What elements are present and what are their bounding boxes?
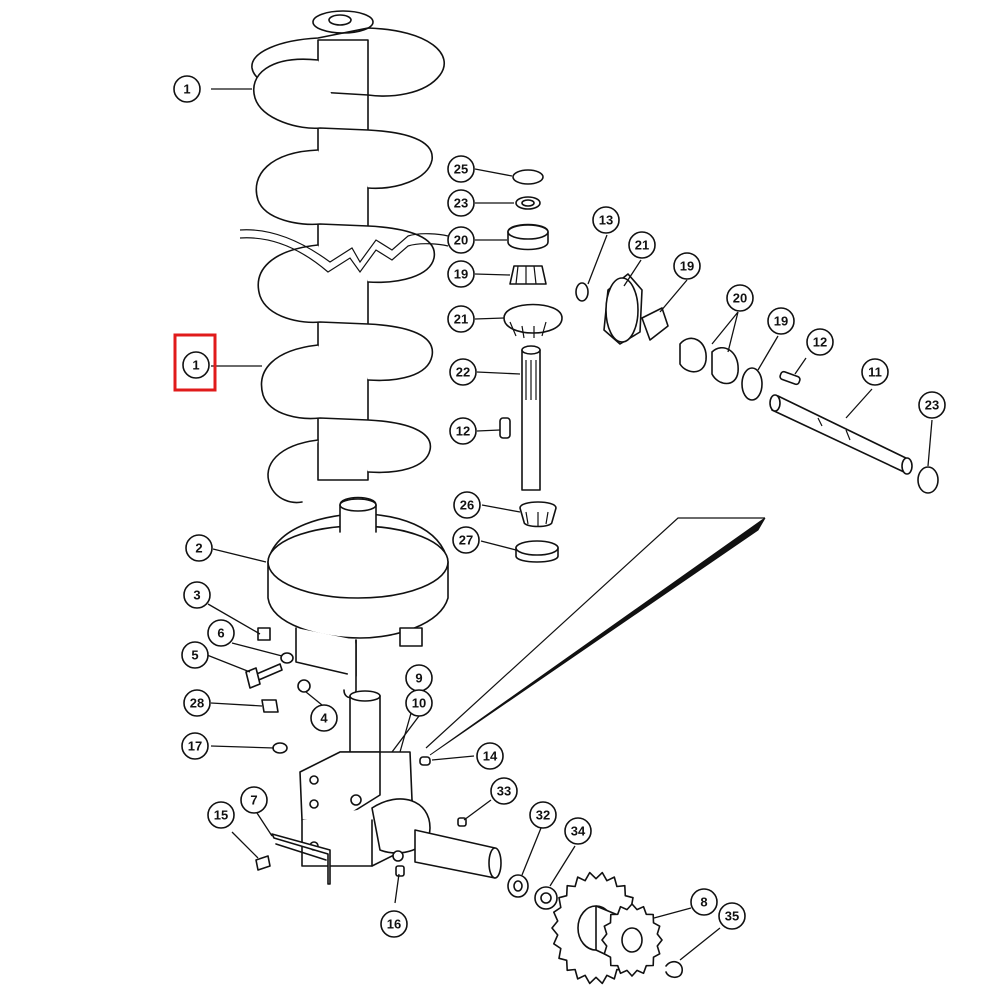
svg-text:23: 23 bbox=[925, 398, 939, 413]
callout-c20b[interactable]: 20 bbox=[726, 284, 754, 312]
svg-text:9: 9 bbox=[415, 671, 422, 686]
svg-text:19: 19 bbox=[774, 314, 788, 329]
svg-text:20: 20 bbox=[733, 291, 747, 306]
callout-c11[interactable]: 11 bbox=[861, 358, 889, 386]
callout-c21a[interactable]: 21 bbox=[447, 305, 475, 333]
svg-text:26: 26 bbox=[460, 498, 474, 513]
callout-c8[interactable]: 8 bbox=[690, 888, 718, 916]
svg-text:33: 33 bbox=[497, 784, 511, 799]
svg-text:5: 5 bbox=[191, 648, 198, 663]
callout-c28[interactable]: 28 bbox=[183, 689, 211, 717]
callout-c1b[interactable]: 1 bbox=[182, 351, 210, 379]
svg-text:1: 1 bbox=[183, 82, 190, 97]
svg-text:12: 12 bbox=[456, 424, 470, 439]
svg-text:12: 12 bbox=[813, 335, 827, 350]
callout-c15[interactable]: 15 bbox=[207, 801, 235, 829]
svg-text:19: 19 bbox=[680, 259, 694, 274]
callout-c7[interactable]: 7 bbox=[240, 786, 268, 814]
callout-c23b[interactable]: 23 bbox=[918, 391, 946, 419]
callout-c14[interactable]: 14 bbox=[476, 742, 504, 770]
svg-text:7: 7 bbox=[250, 793, 257, 808]
callout-c12a[interactable]: 12 bbox=[449, 417, 477, 445]
callout-c4[interactable]: 4 bbox=[310, 704, 338, 732]
callout-c6[interactable]: 6 bbox=[207, 619, 235, 647]
svg-text:6: 6 bbox=[217, 626, 224, 641]
svg-text:32: 32 bbox=[536, 808, 550, 823]
svg-text:25: 25 bbox=[454, 162, 468, 177]
callout-c20a[interactable]: 20 bbox=[447, 226, 475, 254]
callout-c19c[interactable]: 19 bbox=[767, 307, 795, 335]
vertical-shaft-stack[interactable] bbox=[499, 169, 563, 563]
svg-text:14: 14 bbox=[483, 749, 498, 764]
leader-lines bbox=[206, 88, 933, 961]
svg-text:13: 13 bbox=[599, 213, 613, 228]
svg-text:21: 21 bbox=[454, 312, 468, 327]
svg-text:4: 4 bbox=[320, 711, 328, 726]
svg-text:27: 27 bbox=[459, 533, 473, 548]
svg-text:11: 11 bbox=[868, 365, 882, 380]
horizontal-shaft-assembly[interactable] bbox=[575, 273, 939, 494]
callout-c10[interactable]: 10 bbox=[405, 689, 433, 717]
auger-cover[interactable] bbox=[267, 496, 449, 699]
callout-c3[interactable]: 3 bbox=[183, 581, 211, 609]
svg-text:22: 22 bbox=[456, 365, 470, 380]
svg-text:16: 16 bbox=[387, 917, 401, 932]
callout-c9[interactable]: 9 bbox=[405, 664, 433, 692]
svg-text:21: 21 bbox=[635, 238, 649, 253]
callout-c23a[interactable]: 23 bbox=[447, 189, 475, 217]
callout-c16[interactable]: 16 bbox=[380, 910, 408, 938]
svg-text:17: 17 bbox=[188, 739, 202, 754]
svg-text:2: 2 bbox=[195, 541, 202, 556]
callout-c25[interactable]: 25 bbox=[447, 155, 475, 183]
hardware[interactable] bbox=[245, 627, 467, 885]
svg-text:20: 20 bbox=[454, 233, 468, 248]
callout-c22[interactable]: 22 bbox=[449, 358, 477, 386]
auger-flighting[interactable] bbox=[239, 10, 449, 504]
svg-text:3: 3 bbox=[193, 588, 200, 603]
svg-text:1: 1 bbox=[192, 358, 199, 373]
callout-c19a[interactable]: 19 bbox=[447, 260, 475, 288]
callout-c12b[interactable]: 12 bbox=[806, 328, 834, 356]
svg-text:8: 8 bbox=[700, 895, 707, 910]
callout-c5[interactable]: 5 bbox=[181, 641, 209, 669]
svg-text:10: 10 bbox=[412, 696, 426, 711]
svg-text:15: 15 bbox=[214, 808, 228, 823]
callout-c35[interactable]: 35 bbox=[718, 902, 746, 930]
svg-text:28: 28 bbox=[190, 696, 204, 711]
callout-c21b[interactable]: 21 bbox=[628, 231, 656, 259]
callout-c26[interactable]: 26 bbox=[453, 491, 481, 519]
callout-c17[interactable]: 17 bbox=[181, 732, 209, 760]
callout-c33[interactable]: 33 bbox=[490, 777, 518, 805]
callout-c19b[interactable]: 19 bbox=[673, 252, 701, 280]
callout-c1a[interactable]: 1 bbox=[173, 75, 201, 103]
svg-text:23: 23 bbox=[454, 196, 468, 211]
svg-text:19: 19 bbox=[454, 267, 468, 282]
explosion-leader bbox=[425, 517, 766, 756]
selection-highlight bbox=[173, 333, 217, 392]
callout-c27[interactable]: 27 bbox=[452, 526, 480, 554]
svg-text:34: 34 bbox=[571, 824, 586, 839]
svg-text:35: 35 bbox=[725, 909, 739, 924]
callout-c2[interactable]: 2 bbox=[185, 534, 213, 562]
callout-c32[interactable]: 32 bbox=[529, 801, 557, 829]
sprocket-assembly[interactable] bbox=[507, 871, 683, 985]
callout-c13[interactable]: 13 bbox=[592, 206, 620, 234]
callout-c34[interactable]: 34 bbox=[564, 817, 592, 845]
